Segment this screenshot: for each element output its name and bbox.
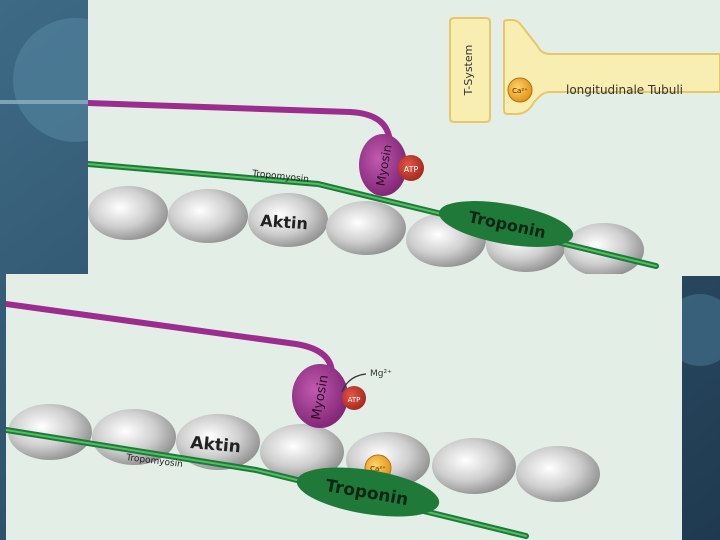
- actin-sphere: [564, 223, 644, 276]
- calcium-label: Ca²⁺: [370, 465, 386, 473]
- magnesium-label: Mg²⁺: [370, 369, 392, 379]
- actin-label: Aktin: [260, 211, 309, 233]
- actin-filament: [8, 404, 600, 502]
- tubuli-label: longitudinale Tubuli: [566, 83, 683, 97]
- actin-sphere: [432, 438, 516, 494]
- t-system-label: T-System: [462, 45, 475, 97]
- t-system: T-System: [449, 17, 491, 123]
- magnesium-indicator: Mg²⁺: [341, 369, 392, 393]
- actin-sphere: [516, 446, 600, 502]
- actin-sphere: [168, 189, 248, 243]
- myosin-tail: [6, 301, 335, 377]
- decor-line: [0, 100, 100, 104]
- actin-sphere: [88, 186, 168, 240]
- actin-sphere: [260, 424, 344, 480]
- actin-label: Aktin: [190, 433, 242, 457]
- troponin: Troponin: [438, 201, 574, 247]
- resting-state-panel: T-System longitudinale Tubuli Ca²⁺ Aktin…: [88, 0, 720, 276]
- longitudinal-tubuli: longitudinale Tubuli: [503, 19, 720, 115]
- calcium-label: Ca²⁺: [512, 87, 528, 95]
- activated-state-panel: Aktin Tropomyosin Myosin ATP Mg²⁺ Ca²⁺ T…: [6, 274, 682, 540]
- myosin-head: Myosin: [359, 134, 407, 196]
- troponin: Troponin: [296, 467, 440, 517]
- myosin-head: Myosin: [292, 364, 348, 428]
- atp-molecule: ATP: [398, 155, 424, 181]
- actin-sphere: [326, 201, 406, 255]
- atp-label: ATP: [348, 396, 361, 404]
- actin-sphere: [8, 404, 92, 460]
- atp-label: ATP: [404, 165, 419, 174]
- calcium-ion: Ca²⁺: [507, 77, 533, 103]
- atp-molecule: ATP: [342, 386, 366, 410]
- myosin-tail: [88, 100, 393, 148]
- actin-sphere: [176, 414, 260, 470]
- actin-sphere: [248, 193, 328, 247]
